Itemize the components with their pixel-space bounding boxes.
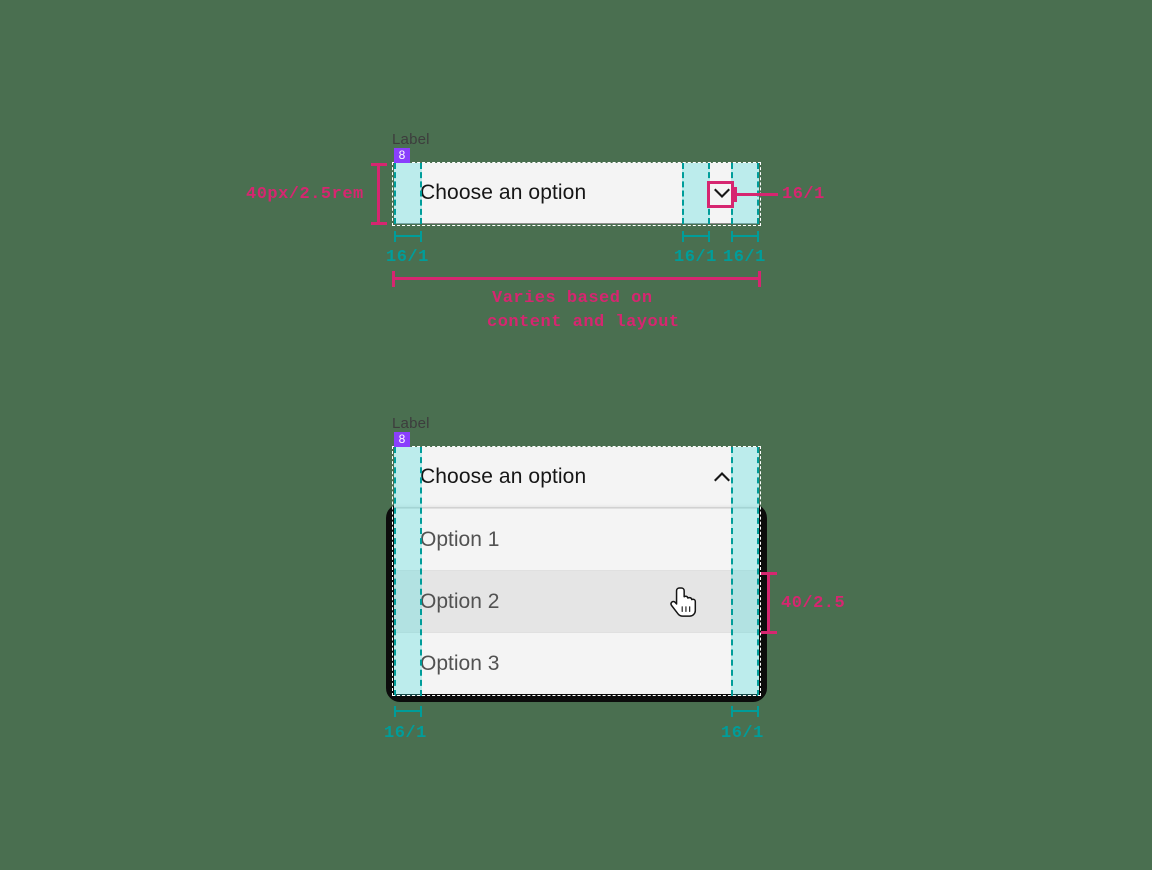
closed-width-measure-bar [392, 271, 761, 287]
closed-width-note-line1: Varies based on [492, 289, 653, 308]
dropdown-option-2[interactable]: Option 2 [394, 570, 759, 632]
closed-dropdown-label: Label [392, 131, 430, 148]
closed-right-padding-bar [731, 231, 759, 242]
option-height-measure-bar [761, 572, 777, 634]
open-left-padding-bar [394, 706, 422, 717]
closed-icon-gap-label: 16/1 [674, 248, 717, 267]
closed-left-padding-label: 16/1 [386, 248, 429, 267]
dropdown-option-3-text: Option 3 [420, 651, 500, 675]
closed-right-padding-label: 16/1 [723, 248, 766, 267]
closed-icon-size-label: 16/1 [782, 185, 825, 204]
dropdown-option-3[interactable]: Option 3 [394, 632, 759, 694]
closed-dropdown-inner: Choose an option [394, 163, 759, 223]
open-dropdown-field[interactable]: Choose an option [394, 447, 759, 508]
closed-height-measure-label: 40px/2.5rem [246, 185, 364, 204]
open-spacing-badge: 8 [394, 432, 410, 447]
closed-width-note-line2: content and layout [487, 313, 680, 332]
chevron-up-icon[interactable] [711, 466, 733, 488]
closed-dropdown-placeholder: Choose an option [420, 181, 587, 204]
open-left-padding-label: 16/1 [384, 724, 427, 743]
dropdown-option-1-text: Option 1 [420, 527, 500, 551]
open-dropdown-inner: Choose an option [394, 447, 759, 507]
closed-dropdown-field[interactable]: Choose an option [394, 163, 759, 224]
closed-icon-gap-bar [682, 231, 710, 242]
closed-height-measure-bar [371, 163, 387, 225]
pointer-hand-cursor [670, 587, 697, 617]
open-dropdown-placeholder: Choose an option [420, 465, 587, 488]
closed-icon-callout-leader [734, 187, 778, 202]
closed-left-padding-bar [394, 231, 422, 242]
open-right-padding-label: 16/1 [721, 724, 764, 743]
open-right-padding-bar [731, 706, 759, 717]
open-dropdown-label: Label [392, 415, 430, 432]
open-dropdown-menu[interactable]: Option 1 Option 2 Option 3 [394, 508, 759, 694]
option-height-measure-label: 40/2.5 [781, 594, 846, 613]
closed-spacing-badge: 8 [394, 148, 410, 163]
dropdown-option-2-text: Option 2 [420, 589, 500, 613]
dropdown-option-1[interactable]: Option 1 [394, 508, 759, 570]
chevron-down-icon[interactable] [711, 182, 733, 204]
